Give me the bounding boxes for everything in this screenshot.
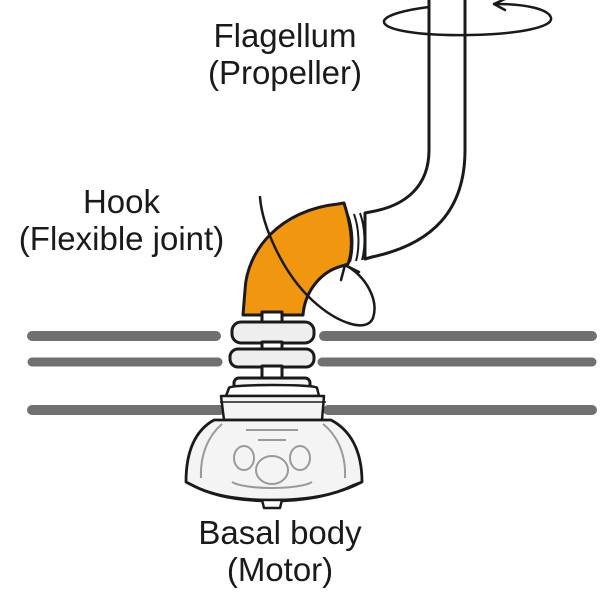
- hook-joint: [241, 201, 353, 317]
- hook-name: Hook: [82, 183, 161, 220]
- l-ring: [230, 320, 316, 345]
- hook-role: (Flexible joint): [18, 220, 225, 257]
- filament-rotation-arrow: [382, 0, 553, 37]
- flagellum-name: Flagellum: [213, 17, 357, 54]
- flagellum-role: (Propeller): [207, 54, 363, 91]
- p-ring: [228, 347, 316, 369]
- flagellum-label: Flagellum (Propeller): [170, 17, 400, 91]
- basal-body-role: (Motor): [226, 551, 334, 588]
- basal-body-name: Basal body: [198, 514, 362, 551]
- hook-rotation-arrow: [258, 195, 376, 327]
- motor-interior: [199, 423, 347, 489]
- cell-membrane: [27, 331, 597, 415]
- basal-body-label: Basal body (Motor): [160, 514, 400, 588]
- rod-and-rings: [228, 310, 316, 392]
- hook-label: Hook (Flexible joint): [0, 183, 249, 257]
- basal-body-motor: [184, 383, 364, 510]
